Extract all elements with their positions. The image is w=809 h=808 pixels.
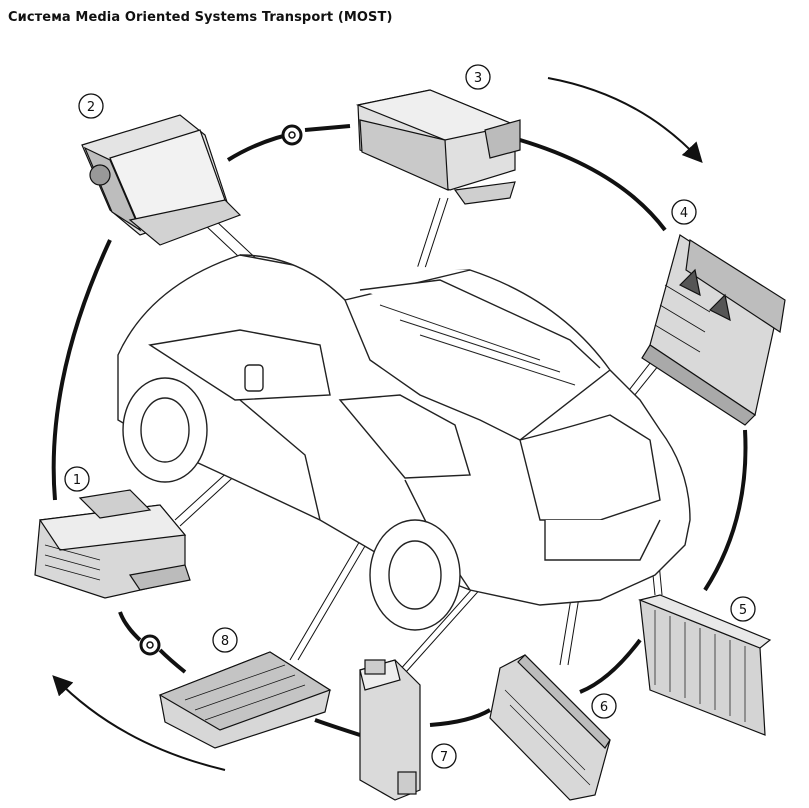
callout-8: 8: [212, 627, 238, 653]
callout-6-label: 6: [600, 700, 608, 715]
module-8-unit: [158, 651, 332, 749]
module-3-unit: [355, 89, 521, 205]
callout-7-label: 7: [440, 750, 448, 765]
callout-6: 6: [591, 693, 617, 719]
ring-1-2: [51, 239, 112, 501]
callout-5: 5: [730, 596, 756, 622]
callout-1-label: 1: [73, 473, 81, 488]
ring-1-1a: [118, 611, 142, 642]
module-1-audio-unit: [34, 489, 191, 599]
callout-3-label: 3: [474, 71, 482, 86]
diagram-title: Система Media Oriented Systems Transport…: [8, 10, 393, 25]
module-4-unit: [641, 234, 786, 426]
vehicle-illustration: [117, 254, 691, 631]
callout-4-label: 4: [680, 206, 688, 221]
callout-7: 7: [431, 743, 457, 769]
module-6-unit: [489, 654, 611, 801]
ring-3-4: [519, 138, 667, 232]
callout-8-label: 8: [221, 634, 229, 649]
ring-7-8: [314, 718, 361, 737]
ring-5-6: [579, 638, 642, 694]
callout-3: 3: [465, 64, 491, 90]
ring-4-5: [703, 429, 748, 592]
callout-2-label: 2: [87, 100, 95, 115]
callout-1: 1: [64, 466, 90, 492]
most-ring: [51, 124, 748, 737]
module-2-unit: [81, 114, 242, 246]
optical-connector-bottom: [139, 634, 161, 656]
module-5-unit: [638, 594, 772, 736]
arrow-clockwise-bottom-icon: [52, 675, 226, 771]
arrow-clockwise-top-icon: [547, 77, 703, 163]
optical-connector-top: [281, 124, 303, 146]
module-7-unit: [359, 659, 421, 801]
callout-5-label: 5: [739, 603, 747, 618]
callout-2: 2: [78, 93, 104, 119]
ring-6-7: [429, 708, 492, 727]
callout-4: 4: [671, 199, 697, 225]
ring-8-1: [158, 648, 187, 674]
ring-3-4a: [304, 124, 351, 132]
